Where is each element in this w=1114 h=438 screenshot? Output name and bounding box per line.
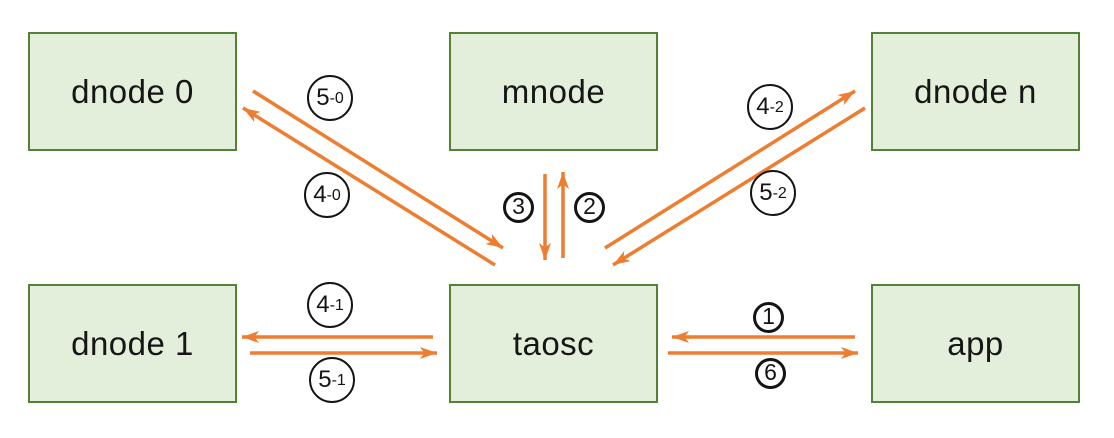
node-dnoden: dnode n [871, 32, 1080, 151]
step-label-5-1: 5 -1 [309, 357, 355, 403]
step-label-1: 1 [753, 302, 784, 333]
step-label-5-1-main: 5 [318, 366, 332, 393]
step-label-4-0: 4 -0 [304, 172, 350, 218]
step-label-5-1-suffix: -1 [331, 371, 346, 389]
step-label-6: 6 [755, 358, 786, 389]
step-label-4-0-suffix: -0 [326, 186, 341, 204]
step-label-2-text: 2 [583, 193, 596, 219]
step-label-4-2-main: 4 [756, 93, 770, 120]
node-dnode0: dnode 0 [28, 32, 237, 151]
node-taosc-label: taosc [512, 324, 595, 362]
step-label-5-2: 5 -2 [750, 170, 796, 216]
node-dnoden-label: dnode n [914, 72, 1037, 110]
node-dnode0-label: dnode 0 [71, 72, 194, 110]
step-label-6-text: 6 [764, 359, 777, 385]
step-label-2: 2 [574, 192, 605, 223]
step-label-3: 3 [503, 192, 534, 223]
step-label-4-1-main: 4 [316, 291, 330, 318]
node-app-label: app [947, 324, 1004, 362]
node-taosc: taosc [449, 284, 658, 403]
step-label-4-1-suffix: -1 [329, 296, 344, 314]
step-label-5-0-suffix: -0 [329, 89, 344, 107]
step-label-5-2-suffix: -2 [772, 184, 787, 202]
node-dnode1-label: dnode 1 [71, 324, 194, 362]
step-label-1-text: 1 [762, 303, 775, 329]
step-label-5-0-main: 5 [316, 84, 330, 111]
step-label-4-1: 4 -1 [307, 282, 353, 328]
step-label-5-2-main: 5 [759, 179, 773, 206]
step-label-4-2: 4 -2 [747, 84, 793, 130]
step-label-4-0-main: 4 [313, 181, 327, 208]
node-dnode1: dnode 1 [28, 284, 237, 403]
node-mnode-label: mnode [501, 72, 606, 110]
step-label-4-2-suffix: -2 [769, 98, 784, 116]
node-app: app [871, 284, 1080, 403]
step-label-5-0: 5 -0 [307, 75, 353, 121]
node-mnode: mnode [449, 32, 658, 151]
step-label-3-text: 3 [512, 193, 525, 219]
